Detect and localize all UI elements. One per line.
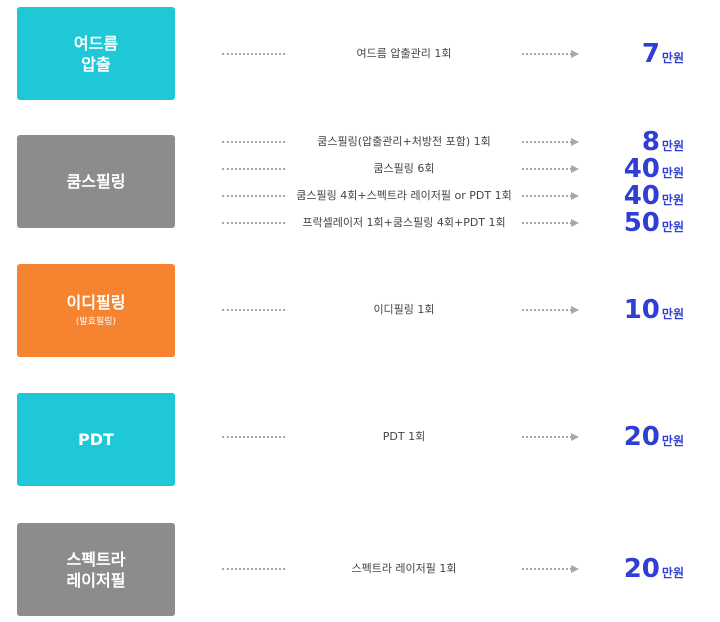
item-price: 8 만원 xyxy=(642,128,684,156)
price-number: 40 xyxy=(623,181,660,211)
price-unit: 만원 xyxy=(661,193,684,207)
category-box-ed-peeling: 이디필링 (발효필링) xyxy=(17,264,175,357)
price-unit: 만원 xyxy=(661,51,684,65)
item-description: 쿰스필링 6회 xyxy=(373,162,435,175)
category-box-spectra-laser-peel: 스펙트라 레이저필 xyxy=(17,523,175,616)
price-item: 이디필링 1회 10 만원 xyxy=(0,296,720,324)
arrow-right-icon xyxy=(571,306,579,314)
dotted-leader xyxy=(222,53,285,55)
price-unit: 만원 xyxy=(661,139,684,153)
item-price: 20 만원 xyxy=(624,555,684,583)
price-number: 7 xyxy=(641,39,660,69)
price-item: 여드름 압출관리 1회 7 만원 xyxy=(0,40,720,68)
dotted-leader xyxy=(522,168,572,170)
item-price: 40 만원 xyxy=(624,182,684,210)
arrow-right-icon xyxy=(571,219,579,227)
arrow-right-icon xyxy=(571,433,579,441)
price-number: 8 xyxy=(641,127,660,157)
price-row-spectra-laser-peel: 스펙트라 레이저필 스펙트라 레이저필 1회 20 만원 xyxy=(0,523,720,616)
price-item: PDT 1회 20 만원 xyxy=(0,423,720,451)
category-box-acne-extraction: 여드름 압출 xyxy=(17,7,175,100)
dotted-leader xyxy=(522,53,572,55)
dotted-leader xyxy=(522,141,572,143)
item-description: 쿰스필링 4회+스펙트라 레이저필 or PDT 1회 xyxy=(296,189,512,202)
price-row-pdt: PDT PDT 1회 20 만원 xyxy=(0,393,720,486)
item-price: 10 만원 xyxy=(624,296,684,324)
category-title: 스펙트라 xyxy=(66,549,126,569)
price-number: 20 xyxy=(623,422,660,452)
category-title: 쿰스필링 xyxy=(66,172,126,191)
arrow-right-icon xyxy=(571,565,579,573)
arrow-right-icon xyxy=(571,50,579,58)
price-unit: 만원 xyxy=(661,566,684,580)
price-item: 쿰스필링(압출관리+처방전 포함) 1회 8 만원 xyxy=(0,128,720,156)
price-row-acne-extraction: 여드름 압출 여드름 압출관리 1회 7 만원 xyxy=(0,7,720,100)
item-price: 50 만원 xyxy=(624,209,684,237)
category-title-line2: 압출 xyxy=(81,54,111,74)
item-price: 20 만원 xyxy=(624,423,684,451)
dotted-leader xyxy=(222,168,285,170)
price-unit: 만원 xyxy=(661,166,684,180)
dotted-leader xyxy=(222,141,285,143)
item-description: 쿰스필링(압출관리+처방전 포함) 1회 xyxy=(317,135,491,148)
arrow-right-icon xyxy=(571,165,579,173)
dotted-leader xyxy=(522,222,572,224)
category-title: 이디필링 xyxy=(66,293,126,312)
price-number: 10 xyxy=(623,295,660,325)
price-item: 프락셀레이저 1회+쿰스필링 4회+PDT 1회 50 만원 xyxy=(0,209,720,237)
item-price: 7 만원 xyxy=(642,40,684,68)
dotted-leader xyxy=(222,222,285,224)
price-row-qooms-peeling: 쿰스필링 쿰스필링(압출관리+처방전 포함) 1회 8 만원 쿰스필링 6회 4… xyxy=(0,128,720,237)
price-number: 40 xyxy=(623,154,660,184)
price-row-ed-peeling: 이디필링 (발효필링) 이디필링 1회 10 만원 xyxy=(0,264,720,357)
category-title: 여드름 xyxy=(73,33,119,53)
price-item: 쿰스필링 6회 40 만원 xyxy=(0,155,720,183)
arrow-right-icon xyxy=(571,192,579,200)
arrow-right-icon xyxy=(571,138,579,146)
price-unit: 만원 xyxy=(661,220,684,234)
dotted-leader xyxy=(522,195,572,197)
price-item: 쿰스필링 4회+스펙트라 레이저필 or PDT 1회 40 만원 xyxy=(0,182,720,210)
item-description: 스펙트라 레이저필 1회 xyxy=(351,562,457,575)
category-box-qooms-peeling: 쿰스필링 xyxy=(17,135,175,228)
dotted-leader xyxy=(222,195,285,197)
price-item: 스펙트라 레이저필 1회 20 만원 xyxy=(0,555,720,583)
price-number: 50 xyxy=(623,208,660,238)
dotted-leader xyxy=(522,568,572,570)
price-unit: 만원 xyxy=(661,434,684,448)
dotted-leader xyxy=(522,436,572,438)
dotted-leader xyxy=(222,309,285,311)
dotted-leader xyxy=(522,309,572,311)
item-description: 이디필링 1회 xyxy=(373,303,435,316)
dotted-leader xyxy=(222,568,285,570)
price-number: 20 xyxy=(623,554,660,584)
dotted-leader xyxy=(222,436,285,438)
price-unit: 만원 xyxy=(661,307,684,321)
item-description: 프락셀레이저 1회+쿰스필링 4회+PDT 1회 xyxy=(302,216,506,229)
category-title-line2: 레이저필 xyxy=(66,570,126,590)
category-subtitle: (발효필링) xyxy=(75,317,117,327)
item-description: 여드름 압출관리 1회 xyxy=(356,47,452,60)
category-box-pdt: PDT xyxy=(17,393,175,486)
item-price: 40 만원 xyxy=(624,155,684,183)
category-title: PDT xyxy=(78,430,114,449)
item-description: PDT 1회 xyxy=(382,430,426,443)
